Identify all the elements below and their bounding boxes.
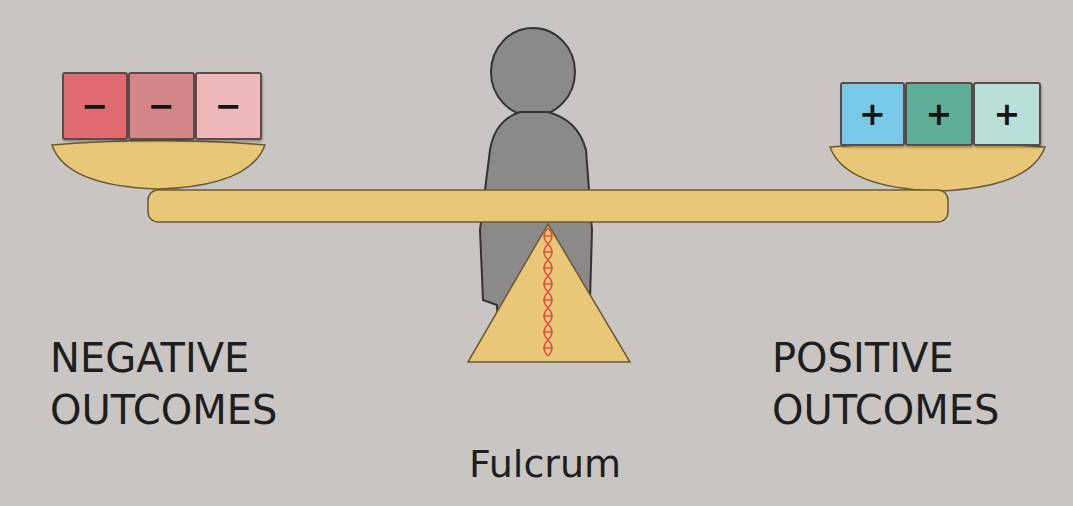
block-sign: +	[994, 98, 1021, 130]
dna-helix	[544, 228, 552, 356]
child-head	[491, 28, 575, 116]
block-sign: −	[148, 90, 175, 122]
minus-block: −	[195, 72, 262, 140]
minus-block: −	[128, 72, 195, 140]
outcome-label: NEGATIVE OUTCOMES	[50, 332, 340, 436]
block-sign: +	[859, 98, 886, 130]
left-pan	[52, 141, 265, 190]
fulcrum-label: Fulcrum	[395, 440, 695, 489]
fulcrum-triangle	[468, 224, 630, 362]
block-sign: −	[215, 90, 242, 122]
outcome-label: POSITIVE OUTCOMES	[772, 332, 1062, 436]
beam	[148, 190, 948, 222]
block-sign: −	[82, 90, 109, 122]
block-sign: +	[926, 98, 953, 130]
plus-block: +	[905, 82, 973, 146]
minus-block: −	[62, 72, 128, 140]
plus-block: +	[973, 82, 1041, 146]
right-pan	[830, 143, 1045, 192]
plus-block: +	[840, 82, 905, 146]
